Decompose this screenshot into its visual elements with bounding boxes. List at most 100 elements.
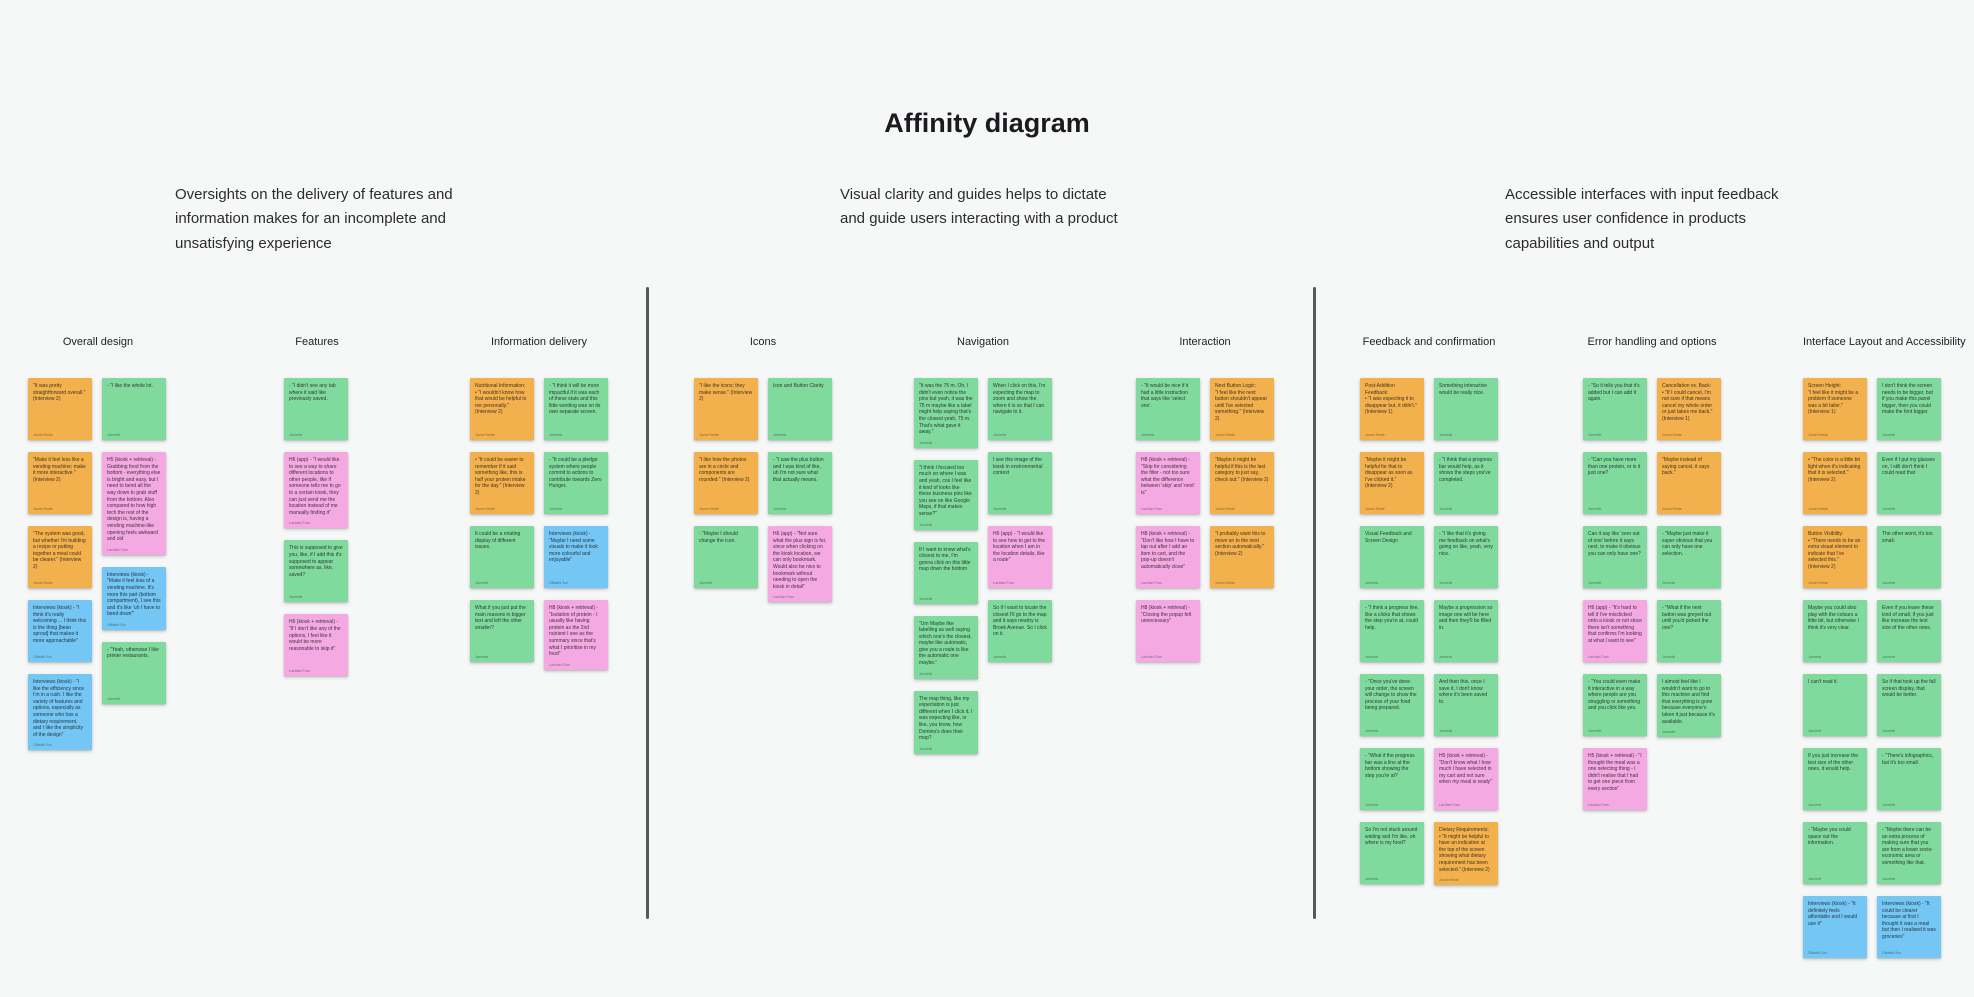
- sticky-note[interactable]: "Um Maybe like labelling as well saying …: [914, 615, 978, 679]
- sticky-note[interactable]: H5 (kiosk + retrieval) - "I thought the …: [1583, 748, 1647, 810]
- sticky-note[interactable]: - "Maybe I should change the icon.Jannel…: [694, 526, 758, 588]
- sticky-note[interactable]: - "Can you have more than one protein, o…: [1583, 452, 1647, 514]
- sticky-note-text: "It was the 75 m. Oh, I didn't even noti…: [919, 383, 973, 436]
- sticky-note[interactable]: - "It could be a pledge system where peo…: [544, 452, 608, 514]
- sticky-note[interactable]: - "It would be nice if it had a little i…: [1136, 378, 1200, 440]
- sticky-note-author: ONadhi Sor: [1808, 951, 1827, 955]
- sticky-note[interactable]: If you just increase the text size of th…: [1803, 748, 1867, 810]
- sticky-note[interactable]: Maybe a progression so image one will be…: [1434, 600, 1498, 662]
- sticky-note-author: Jannelle: [1662, 581, 1676, 585]
- sticky-note[interactable]: H6 (app) - "It's hard to tell if I've mi…: [1583, 600, 1647, 662]
- sticky-note[interactable]: When I click on this, I'm expecting the …: [988, 378, 1052, 440]
- sticky-note[interactable]: "Make it feel less like a vending machin…: [28, 452, 92, 514]
- sticky-note-text: I don't think the screen needs to be big…: [1882, 383, 1933, 416]
- sticky-note[interactable]: H8 (kiosk + retrieval) - "Don't like how…: [1136, 526, 1200, 588]
- sticky-note[interactable]: Something interactive would be really ni…: [1434, 378, 1498, 440]
- sticky-note[interactable]: Even if you leave these kind of small, i…: [1877, 600, 1941, 662]
- sticky-note-text: - "Yeah, otherwise I like printer restau…: [107, 646, 159, 660]
- sticky-note[interactable]: H8 (kiosk + retrieval) - "Skip for consi…: [1136, 452, 1200, 514]
- sticky-note[interactable]: H5 (kiosk + retrieval) - "Don't know wha…: [1434, 748, 1498, 810]
- sticky-note[interactable]: It could be a rotating display of differ…: [470, 526, 534, 588]
- sticky-note[interactable]: H5 (kiosk + retrieval) - Grabbing food f…: [102, 452, 166, 555]
- sticky-note[interactable]: - "So it tells you that it's added but I…: [1583, 378, 1647, 440]
- sticky-note[interactable]: So I'm not stuck around waiting and I'm …: [1360, 822, 1424, 884]
- sticky-note-author: Jannelle: [549, 507, 563, 511]
- sticky-note[interactable]: The other word, it's too small.Jannelle: [1877, 526, 1941, 588]
- sticky-note[interactable]: Even if I put my glasses on, I still don…: [1877, 452, 1941, 514]
- sticky-note[interactable]: - "I saw the plus button and I was kind …: [768, 452, 832, 514]
- sticky-note-author: Jovan Keste: [1808, 507, 1828, 511]
- sticky-note[interactable]: H8 (kiosk + retrieval) - "Isolation of p…: [544, 600, 608, 670]
- sticky-note[interactable]: • "It could be easier to remember if it …: [470, 452, 534, 514]
- column-notes: Nutritional Information: • "I wouldn't k…: [470, 378, 608, 670]
- sticky-note[interactable]: - "What if the next button was greyed ou…: [1657, 600, 1721, 662]
- sticky-note[interactable]: - "I like the whole lot.Jannelle: [102, 378, 166, 440]
- sticky-note[interactable]: "It was pretty straightforward overall."…: [28, 378, 92, 440]
- sticky-note[interactable]: Can it say like 'zero out of one' before…: [1583, 526, 1647, 588]
- sticky-note[interactable]: - "Maybe just make it super obvious that…: [1657, 526, 1721, 588]
- sticky-note[interactable]: - "I think that a progress bar would hel…: [1434, 452, 1498, 514]
- sticky-note-author: Jannelle: [919, 596, 933, 601]
- sticky-note[interactable]: "I like how the photos are in a circle a…: [694, 452, 758, 514]
- sticky-note[interactable]: Screen Height: "I feel like it might be …: [1803, 378, 1867, 440]
- sticky-note[interactable]: H6 (app) - "I would like to see how to g…: [988, 526, 1052, 588]
- sticky-note[interactable]: I can't read it.Jannelle: [1803, 674, 1867, 736]
- sticky-note[interactable]: What if you just put the main reasons in…: [470, 600, 534, 662]
- sticky-note[interactable]: Interviews (kiosk) - "I think it's reall…: [28, 600, 92, 662]
- sticky-note[interactable]: Post-Addition Feedback: • "I was expecti…: [1360, 378, 1424, 440]
- sticky-note[interactable]: Cancellation vs. Back: • "If I could can…: [1657, 378, 1721, 440]
- sticky-note[interactable]: - "Once you've done your order, the scre…: [1360, 674, 1424, 736]
- sticky-note[interactable]: "I like the icons; they make sense." (In…: [694, 378, 758, 440]
- sticky-note[interactable]: "Maybe it might be helpful if this is th…: [1210, 452, 1274, 514]
- sticky-note[interactable]: "I think I focused too much on where I w…: [914, 459, 978, 530]
- sticky-note[interactable]: Dietary Requirements: • "It might be hel…: [1434, 822, 1498, 886]
- sticky-note[interactable]: Interviews (kiosk) - "I like the efficie…: [28, 674, 92, 751]
- sticky-note[interactable]: - "Maybe you could space out the informa…: [1803, 822, 1867, 884]
- sticky-note[interactable]: "It was the 75 m. Oh, I didn't even noti…: [914, 378, 978, 448]
- sticky-note[interactable]: Next Button Logic: "I feel like the next…: [1210, 378, 1274, 440]
- column-header: Icons: [749, 336, 777, 348]
- sticky-note[interactable]: "The system was good, but whether I'm bu…: [28, 526, 92, 588]
- sticky-note[interactable]: - "Yeah, otherwise I like printer restau…: [102, 641, 166, 704]
- sticky-note[interactable]: H6 (app) - "Not sure what the plus sign …: [768, 526, 832, 603]
- sticky-note[interactable]: H6 (app) - "I would like to see a way to…: [284, 452, 348, 529]
- sticky-note[interactable]: - "I like that it's giving me feedback o…: [1434, 526, 1498, 588]
- sticky-note[interactable]: I see this image of the kiosk in environ…: [988, 452, 1052, 514]
- sticky-note[interactable]: So if I want to locate the closest I'll …: [988, 600, 1052, 662]
- sticky-note-text: - "I saw the plus button and I was kind …: [773, 457, 824, 483]
- sticky-note[interactable]: • "The color is a little bit light when …: [1803, 452, 1867, 514]
- sticky-note[interactable]: So if that took up the full screen displ…: [1877, 674, 1941, 736]
- sticky-note[interactable]: Interviews (kiosk) - "Make it feel less …: [102, 566, 166, 630]
- sticky-note[interactable]: H6 (kiosk + retrieval) - "If I don't lik…: [284, 614, 348, 677]
- sticky-note[interactable]: - "I didn't see any tab where it said li…: [284, 378, 348, 440]
- sticky-note[interactable]: I almost feel like I wouldn't want to go…: [1657, 674, 1721, 738]
- sticky-note[interactable]: This is supposed to give you, like, if I…: [284, 540, 348, 603]
- sticky-note-author: Jannelle: [289, 433, 303, 437]
- sticky-note[interactable]: "Maybe it might be helpful for that to d…: [1360, 452, 1424, 514]
- sticky-note[interactable]: And then this, once I save it, I don't k…: [1434, 674, 1498, 736]
- sticky-note-text: I see this image of the kiosk in environ…: [993, 457, 1043, 477]
- sticky-note[interactable]: - "I think a progress line, like a click…: [1360, 600, 1424, 662]
- sticky-note[interactable]: - "Maybe there can be an extra process o…: [1877, 822, 1941, 884]
- sticky-note[interactable]: Interviews (kiosk) - "It definitely feel…: [1803, 896, 1867, 958]
- sticky-note[interactable]: "I probably want this to move on to the …: [1210, 526, 1274, 588]
- sticky-note[interactable]: Button Visibility: • "There needs to be …: [1803, 526, 1867, 588]
- sticky-note[interactable]: H8 (kiosk + retrieval) - "Closing the po…: [1136, 600, 1200, 662]
- sticky-note[interactable]: The map thing, like my expectation is ju…: [914, 690, 978, 754]
- sticky-note[interactable]: I don't think the screen needs to be big…: [1877, 378, 1941, 440]
- sticky-note[interactable]: - "What if the progress bar was a line a…: [1360, 748, 1424, 810]
- sticky-note[interactable]: Maybe you could also play with the colou…: [1803, 600, 1867, 662]
- sticky-note[interactable]: - "There's infographics, but it's too sm…: [1877, 748, 1941, 810]
- sticky-note[interactable]: Interviews (kiosk) - "Maybe I need some …: [544, 526, 608, 588]
- sticky-note[interactable]: - "You could even make it interactive in…: [1583, 674, 1647, 736]
- sticky-note-text: It could be a rotating display of differ…: [475, 531, 521, 551]
- sticky-note[interactable]: "Maybe instead of saying cancel, it says…: [1657, 452, 1721, 514]
- sticky-note[interactable]: If I want to know what's closest to me, …: [914, 541, 978, 604]
- sticky-note[interactable]: Nutritional Information: • "I wouldn't k…: [470, 378, 534, 440]
- sticky-note[interactable]: - "I think it will be more impactful if …: [544, 378, 608, 440]
- sticky-note-author: Lachlan Tran: [773, 595, 794, 600]
- sticky-note[interactable]: Interviews (kiosk) - "It could be cleare…: [1877, 896, 1941, 958]
